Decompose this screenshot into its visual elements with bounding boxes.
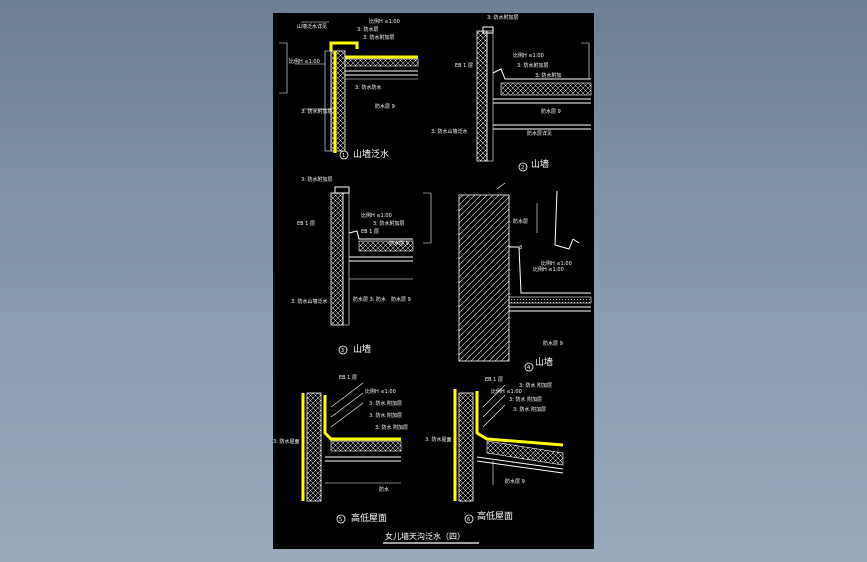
drawing-title: 女儿墙天沟泛水（四） [385, 531, 465, 541]
detail-3-label: 3: 防水附加层 [301, 176, 332, 183]
detail-4-label: 防水层 [513, 218, 528, 225]
detail-1-caption: 山墙泛水 [353, 148, 389, 160]
detail-6-label: 3: 防水 附加层 [513, 406, 546, 413]
detail-1-label: 防水层 9 [375, 103, 395, 110]
detail-1-label: 山墙泛水详见 [297, 23, 327, 30]
detail-3: 3: 防水附加层 EB 1 层 比例H ≤1:00 3: 防水附加层 EB 1 … [291, 176, 432, 355]
detail-3-label: 比例H ≤1:00 [361, 212, 392, 219]
detail-2: 3: 防水附加层 EB 1 层 比例H ≤1:00 3: 防水附加层 3: 防水… [431, 14, 592, 172]
detail-2-label: 防水层详见 [527, 130, 552, 137]
detail-6: EB 1 层 比例H ≤1:00 3: 防水 附加层 3: 防水 附加层 3: … [425, 377, 564, 524]
detail-3-caption: 山墙 [353, 343, 371, 355]
detail-4-caption: 山墙 [535, 356, 553, 368]
detail-5: EB 1 层 比例H ≤1:00 3: 防水 附加层 3: 防水 附加层 3: … [273, 375, 408, 524]
detail-6-label: 防水层 9 [505, 478, 525, 485]
detail-5-caption: 高低屋面 [351, 512, 387, 524]
detail-1-label: 比例H ≤1:00 [369, 18, 400, 25]
detail-2-number: 2 [521, 165, 524, 171]
detail-3-label: 3: 防水山墙泛水 [291, 298, 327, 305]
detail-3-label: 防水层 9 [389, 240, 409, 247]
detail-3-label: 3: 防水附加层 [373, 220, 404, 227]
detail-6-label: 3: 防水屋面 [425, 436, 451, 443]
detail-2-label: 比例H ≤1:00 [513, 52, 544, 59]
detail-6-label: EB 1 层 [485, 377, 503, 383]
detail-5-label: 比例H ≤1:00 [365, 388, 396, 395]
detail-4-label: 比例H ≤1:00 [541, 260, 572, 267]
detail-5-label: 3: 防水 附加层 [369, 400, 402, 407]
detail-6-label: 比例H ≤1:00 [491, 388, 522, 395]
detail-3-label: 防水层 3: 防水 [353, 296, 386, 303]
detail-3-label: EB 1 层 [297, 221, 315, 227]
detail-4-number: 4 [527, 365, 530, 371]
detail-5-label: 3: 防水 附加层 [369, 412, 402, 419]
detail-1-label: 比例H ≤1:00 [289, 58, 320, 65]
detail-1-label: 3: 防水附加层 [301, 108, 332, 115]
drawing-sheet: 山墙泛水详见 3: 防水层 3: 防水附加层 比例H ≤1:00 比例H ≤1:… [273, 13, 594, 549]
detail-4-label: 防水层 9 [543, 340, 563, 347]
detail-1-label: 3: 防水防水 [355, 84, 381, 91]
detail-3-number: 3 [341, 348, 344, 354]
detail-6-caption: 高低屋面 [477, 510, 513, 522]
detail-3-label: 防水层 9 [391, 296, 411, 303]
detail-5-label: 3: 防水 附加层 [375, 424, 408, 431]
detail-5-label: 防水 [379, 486, 389, 493]
detail-2-label: 3: 防水附加层 [487, 14, 518, 21]
detail-1: 山墙泛水详见 3: 防水层 3: 防水附加层 比例H ≤1:00 比例H ≤1:… [279, 18, 419, 160]
detail-2-label: 3: 防水山墙泛水 [431, 128, 467, 135]
detail-2-label: 3: 防水附加层 [517, 62, 548, 69]
detail-5-label: 3: 防水屋面 [273, 438, 299, 445]
detail-1-label: 3: 防水层 [357, 26, 378, 33]
detail-5-label: EB 1 层 [339, 375, 357, 381]
detail-2-caption: 山墙 [531, 158, 549, 170]
cad-drawing: 山墙泛水详见 3: 防水层 3: 防水附加层 比例H ≤1:00 比例H ≤1:… [273, 14, 592, 544]
detail-3-label: EB 1 层 [361, 229, 379, 235]
detail-4-label: 3 [519, 245, 522, 251]
detail-1-label: 3: 防水附加层 [363, 34, 394, 41]
detail-4: 防水层 比例H ≤1:00 3 比例H ≤1:00 防水层 9 4 山墙 [458, 182, 592, 372]
detail-6-number: 6 [467, 517, 470, 523]
detail-6-label: 3: 防水 附加层 [519, 382, 552, 389]
detail-4-label: 比例H ≤1:00 [533, 266, 564, 273]
detail-2-label: 3: 防水附加 [535, 72, 561, 79]
detail-2-label: 防水层 9 [541, 108, 561, 115]
detail-5-number: 5 [339, 517, 342, 523]
detail-1-number: 1 [342, 153, 345, 159]
detail-2-label: EB 1 层 [455, 63, 473, 69]
detail-6-label: 3: 防水 附加层 [509, 396, 542, 403]
